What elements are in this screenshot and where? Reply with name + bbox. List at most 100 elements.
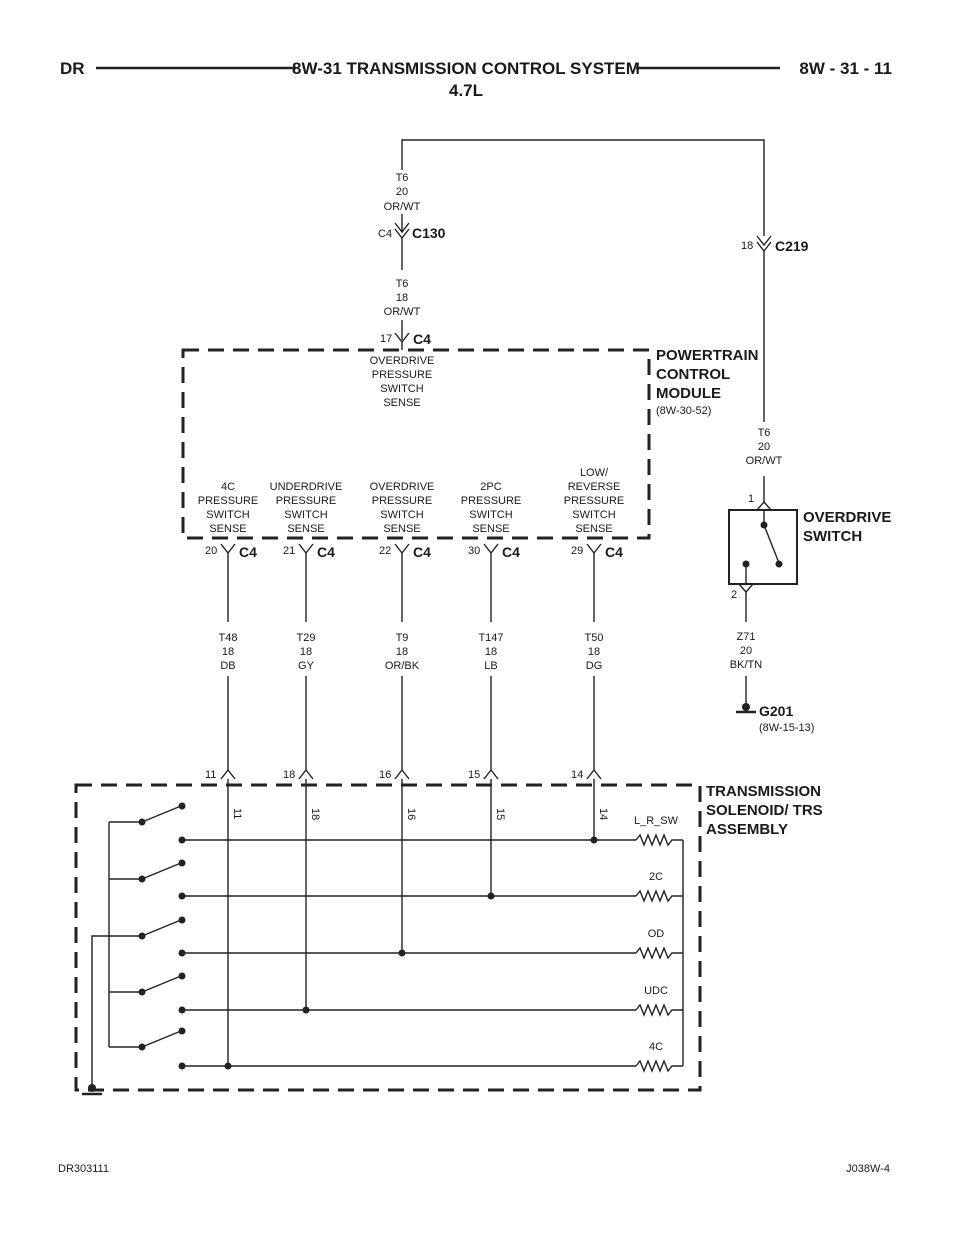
svg-text:T29: T29: [297, 632, 316, 644]
page-header: DR 8W-31 TRANSMISSION CONTROL SYSTEM 8W …: [60, 59, 892, 100]
pcm-title: POWERTRAIN CONTROL MODULE (8W-30-52): [656, 347, 759, 417]
svg-text:CONTROL: CONTROL: [656, 366, 730, 383]
pcm-overdrive-sense-label: OVERDRIVE PRESSURE SWITCH SENSE: [370, 355, 435, 409]
resistor-label-4c: 4C: [649, 1041, 663, 1053]
svg-text:T9: T9: [396, 632, 409, 644]
c130-cavity: C4: [378, 228, 392, 240]
svg-text:SWITCH: SWITCH: [284, 509, 327, 521]
transmission-box: [74, 783, 702, 1092]
trans-connector-15: 15: [468, 768, 499, 781]
svg-text:C219: C219: [775, 238, 809, 254]
trans-input-wires: [227, 676, 595, 770]
svg-text:SWITCH: SWITCH: [206, 509, 249, 521]
svg-text:30: 30: [468, 545, 480, 557]
svg-text:18: 18: [309, 808, 321, 820]
trans-connector-11: 11: [205, 768, 236, 781]
svg-text:20: 20: [396, 186, 408, 198]
svg-text:16: 16: [379, 769, 391, 781]
svg-text:18: 18: [222, 646, 234, 658]
c4-connector-21: 21 C4: [283, 543, 335, 560]
g201-reference: (8W-15-13): [759, 722, 814, 734]
svg-text:18: 18: [283, 769, 295, 781]
svg-text:OR/WT: OR/WT: [746, 455, 783, 467]
svg-text:T48: T48: [219, 632, 238, 644]
svg-text:14: 14: [571, 769, 583, 781]
svg-text:16: 16: [405, 808, 417, 820]
svg-text:4C: 4C: [221, 481, 235, 493]
header-page-number: 8W - 31 - 11: [799, 59, 892, 78]
svg-text:SENSE: SENSE: [209, 523, 246, 535]
svg-text:C4: C4: [605, 544, 623, 560]
wire-label-t48: T48 18 DB: [219, 632, 238, 672]
sense-label-underdrive: UNDERDRIVE PRESSURE SWITCH SENSE: [270, 481, 343, 535]
wire-label-t29: T29 18 GY: [297, 632, 316, 672]
page-footer: DR303111 J038W-4: [58, 1163, 890, 1175]
svg-text:T6: T6: [396, 278, 409, 290]
internal-pin-labels: 11 18 16 15 14: [231, 808, 609, 820]
connector-c219: 18 C219: [741, 235, 809, 422]
pcm-reference: (8W-30-52): [656, 405, 711, 417]
pcm-box: [181, 348, 651, 540]
svg-text:22: 22: [379, 545, 391, 557]
svg-text:T147: T147: [478, 632, 503, 644]
c4-connector-22: 22 C4: [379, 543, 431, 560]
svg-text:SENSE: SENSE: [383, 523, 420, 535]
svg-text:SENSE: SENSE: [575, 523, 612, 535]
svg-text:SENSE: SENSE: [472, 523, 509, 535]
svg-text:18: 18: [741, 240, 753, 252]
svg-text:SWITCH: SWITCH: [380, 509, 423, 521]
overdrive-switch: 1 2 OVERDRIVE SWITCH: [728, 476, 891, 622]
svg-text:20: 20: [758, 441, 770, 453]
svg-text:OR/BK: OR/BK: [385, 660, 420, 672]
ground-g201: G201 (8W-15-13): [736, 676, 814, 734]
svg-text:2PC: 2PC: [480, 481, 501, 493]
svg-text:POWERTRAIN: POWERTRAIN: [656, 347, 759, 364]
svg-text:SWITCH: SWITCH: [572, 509, 615, 521]
resistor-label-2c: 2C: [649, 871, 663, 883]
resistor-bus: [182, 833, 684, 1073]
wire-label-t9: T9 18 OR/BK: [385, 632, 420, 672]
sense-label-overdrive: OVERDRIVE PRESSURE SWITCH SENSE: [370, 481, 435, 535]
resistor-label-od: OD: [648, 928, 665, 940]
svg-text:ASSEMBLY: ASSEMBLY: [706, 821, 788, 838]
svg-text:20: 20: [740, 645, 752, 657]
connector-c4-pin17: 17 C4: [380, 320, 431, 350]
svg-text:PRESSURE: PRESSURE: [198, 495, 259, 507]
svg-text:PRESSURE: PRESSURE: [276, 495, 337, 507]
svg-text:18: 18: [396, 292, 408, 304]
svg-text:15: 15: [494, 808, 506, 820]
svg-text:PRESSURE: PRESSURE: [372, 495, 433, 507]
top-wire-loop: [401, 139, 765, 236]
svg-text:C4: C4: [317, 544, 335, 560]
svg-text:C4: C4: [413, 544, 431, 560]
svg-text:PRESSURE: PRESSURE: [564, 495, 625, 507]
header-subtitle: 4.7L: [449, 81, 483, 100]
resistor-label-udc: UDC: [644, 985, 668, 997]
wire-label-t50: T50 18 DG: [585, 632, 604, 672]
svg-text:18: 18: [300, 646, 312, 658]
svg-text:2: 2: [731, 589, 737, 601]
svg-text:LOW/: LOW/: [580, 467, 609, 479]
header-title: 8W-31 TRANSMISSION CONTROL SYSTEM: [292, 59, 640, 78]
sense-label-low-reverse: LOW/ REVERSE PRESSURE SWITCH SENSE: [564, 467, 625, 535]
svg-text:MODULE: MODULE: [656, 385, 721, 402]
svg-text:17: 17: [380, 333, 392, 345]
svg-text:PRESSURE: PRESSURE: [372, 369, 433, 381]
internal-vertical-wires: [224, 779, 598, 1070]
svg-text:C4: C4: [502, 544, 520, 560]
svg-text:Z71: Z71: [737, 631, 756, 643]
svg-text:18: 18: [396, 646, 408, 658]
svg-text:18: 18: [588, 646, 600, 658]
wire-label-t6-mid: T6 18 OR/WT: [384, 278, 421, 318]
transmission-title: TRANSMISSION SOLENOID/ TRS ASSEMBLY: [706, 783, 823, 838]
svg-text:SOLENOID/ TRS: SOLENOID/ TRS: [706, 802, 823, 819]
svg-text:OR/WT: OR/WT: [384, 201, 421, 213]
svg-text:18: 18: [485, 646, 497, 658]
svg-text:14: 14: [597, 808, 609, 820]
resistor-labels: L_R_SW 2C OD UDC 4C: [634, 815, 679, 1053]
svg-text:15: 15: [468, 769, 480, 781]
svg-text:BK/TN: BK/TN: [730, 659, 762, 671]
svg-text:LB: LB: [484, 660, 497, 672]
footer-left: DR303111: [58, 1163, 109, 1175]
